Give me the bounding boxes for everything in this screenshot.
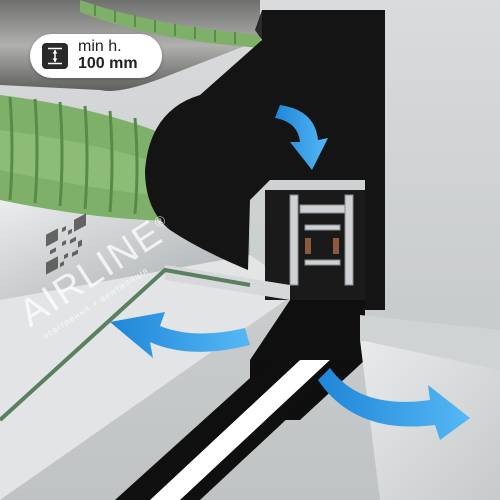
- black-housing: [145, 10, 385, 310]
- diffuser-frame-right: [180, 360, 350, 500]
- wall-panel: [0, 190, 250, 300]
- light-diffuser: [150, 360, 330, 500]
- airflow-out-left-arrow: [110, 312, 250, 358]
- airflow-in-arrow: [275, 105, 328, 170]
- housing-edge: [255, 10, 262, 40]
- profile-copper-contacts: [305, 238, 339, 254]
- qr-code-icon: [46, 213, 86, 275]
- upper-duct-green-rib: [80, 0, 262, 48]
- ceiling-panel-left: [0, 255, 300, 500]
- airflow-out-right-arrow: [318, 368, 470, 440]
- profile-rails: [289, 194, 354, 286]
- ceiling-panel-right: [360, 315, 500, 370]
- upper-duct-ribs: [94, 4, 236, 44]
- badge-label: min h.: [78, 38, 122, 56]
- height-arrows-icon: [42, 43, 68, 69]
- min-height-badge: min h. 100 mm: [30, 34, 162, 78]
- diffuser-frame-left: [115, 360, 300, 500]
- glass-edge-left: [0, 267, 251, 422]
- badge-value: 100 mm: [78, 55, 138, 72]
